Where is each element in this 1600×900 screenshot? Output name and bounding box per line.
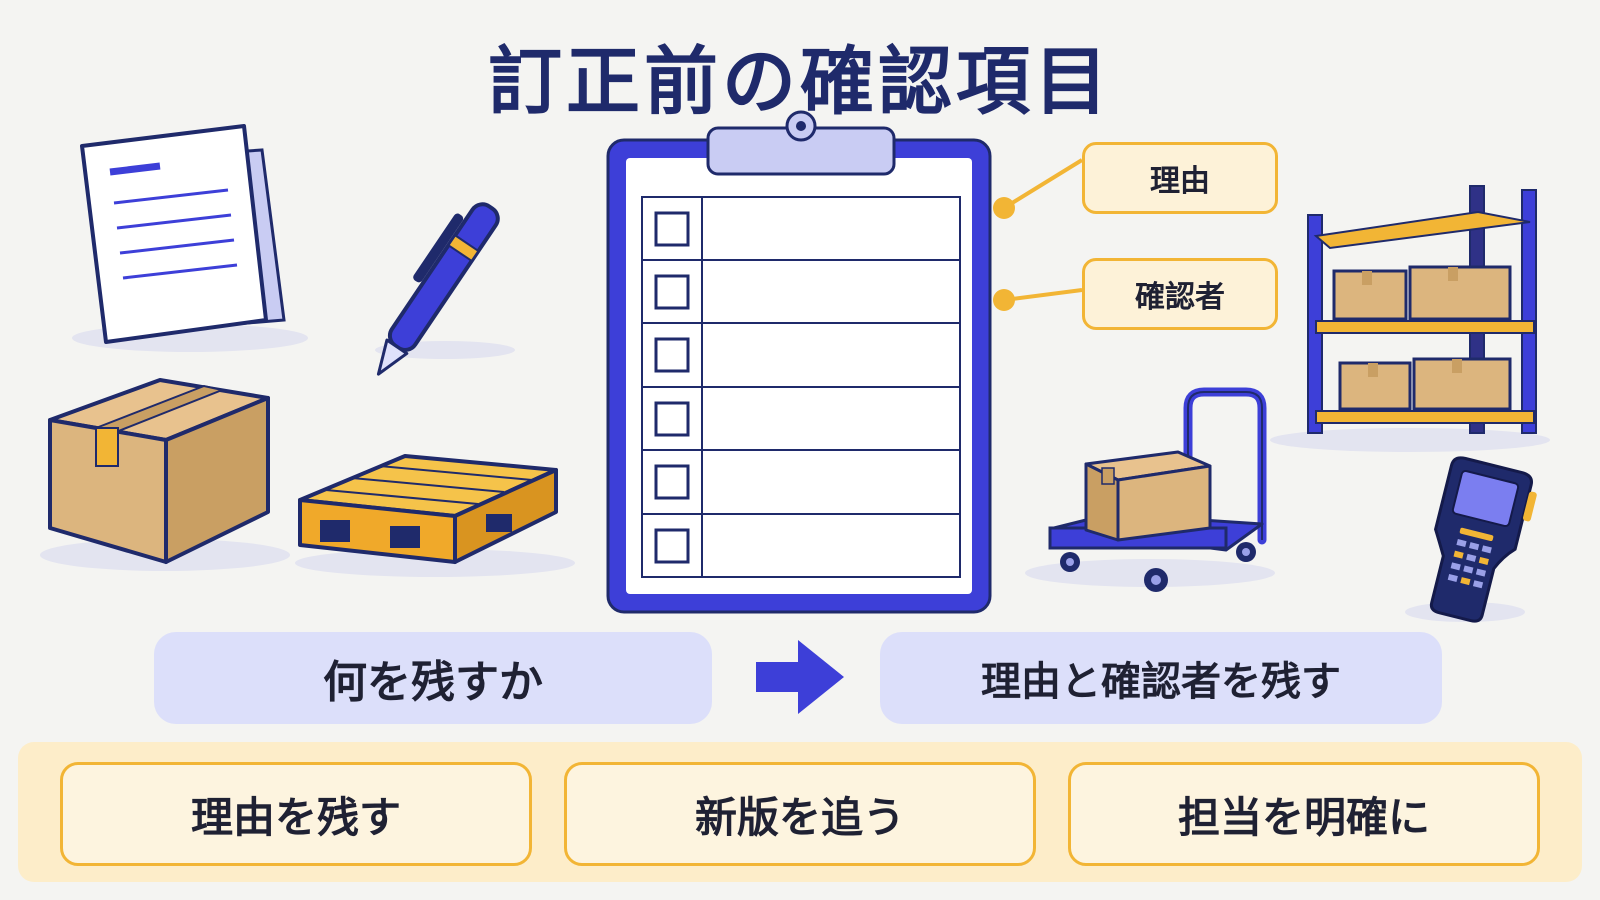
page-title: 訂正前の確認項目 (488, 39, 1112, 125)
point-card-new-version: 新版を追う (564, 762, 1036, 866)
pen-icon (376, 202, 500, 376)
shelving-rack-icon (1307, 185, 1537, 434)
barcode-scanner-icon (1429, 456, 1537, 623)
pallet-icon (298, 454, 558, 564)
arrow-right-icon (756, 640, 844, 714)
flow-from-pill: 何を残すか (154, 632, 712, 724)
callout-reason: 理由 (1082, 142, 1278, 214)
callout-checker: 確認者 (1082, 258, 1278, 330)
point-card-owner: 担当を明確に (1068, 762, 1540, 866)
callout-connectors (993, 158, 1084, 311)
document-icon (80, 124, 286, 344)
hand-truck-icon (1048, 387, 1267, 592)
point-card-reason: 理由を残す (60, 762, 532, 866)
clipboard-checklist-icon (606, 110, 992, 614)
cardboard-box-icon (48, 378, 270, 564)
flow-to-pill: 理由と確認者を残す (880, 632, 1442, 724)
